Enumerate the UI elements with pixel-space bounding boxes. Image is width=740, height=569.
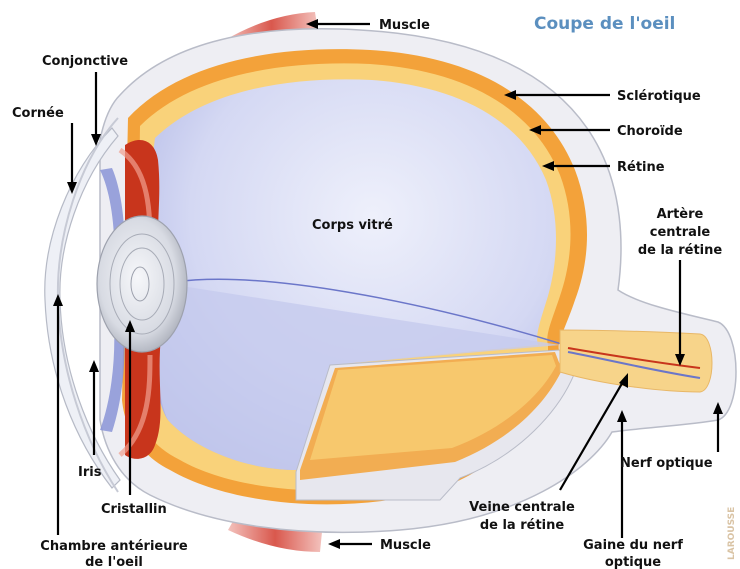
label-veine-line2: de la rétine	[480, 518, 565, 533]
label-gaine-line1: Gaine du nerf	[583, 538, 683, 553]
label-retine: Rétine	[617, 160, 665, 175]
label-muscle-top: Muscle	[379, 18, 430, 33]
label-artere-line1: Artère	[657, 207, 704, 222]
label-veine-line1: Veine centrale	[469, 500, 575, 515]
diagram-title: Coupe de l'oeil	[534, 14, 675, 34]
label-gaine-line2: optique	[605, 555, 661, 569]
label-nerf-optique: Nerf optique	[620, 456, 713, 471]
label-cristallin: Cristallin	[101, 502, 167, 517]
label-choroide: Choroïde	[617, 124, 683, 139]
label-artere-line2: centrale	[650, 225, 711, 240]
label-chambre-line1: Chambre antérieure	[40, 539, 188, 554]
label-conjonctive: Conjonctive	[42, 54, 128, 69]
label-chambre-line2: de l'oeil	[85, 555, 143, 569]
label-cornee: Cornée	[12, 106, 64, 121]
watermark: LAROUSSE	[727, 507, 737, 560]
label-muscle-bottom: Muscle	[380, 538, 431, 553]
label-corps-vitre: Corps vitré	[312, 218, 393, 233]
label-artere-line3: de la rétine	[638, 243, 723, 258]
label-sclerotique: Sclérotique	[617, 89, 701, 104]
label-iris: Iris	[78, 465, 102, 480]
